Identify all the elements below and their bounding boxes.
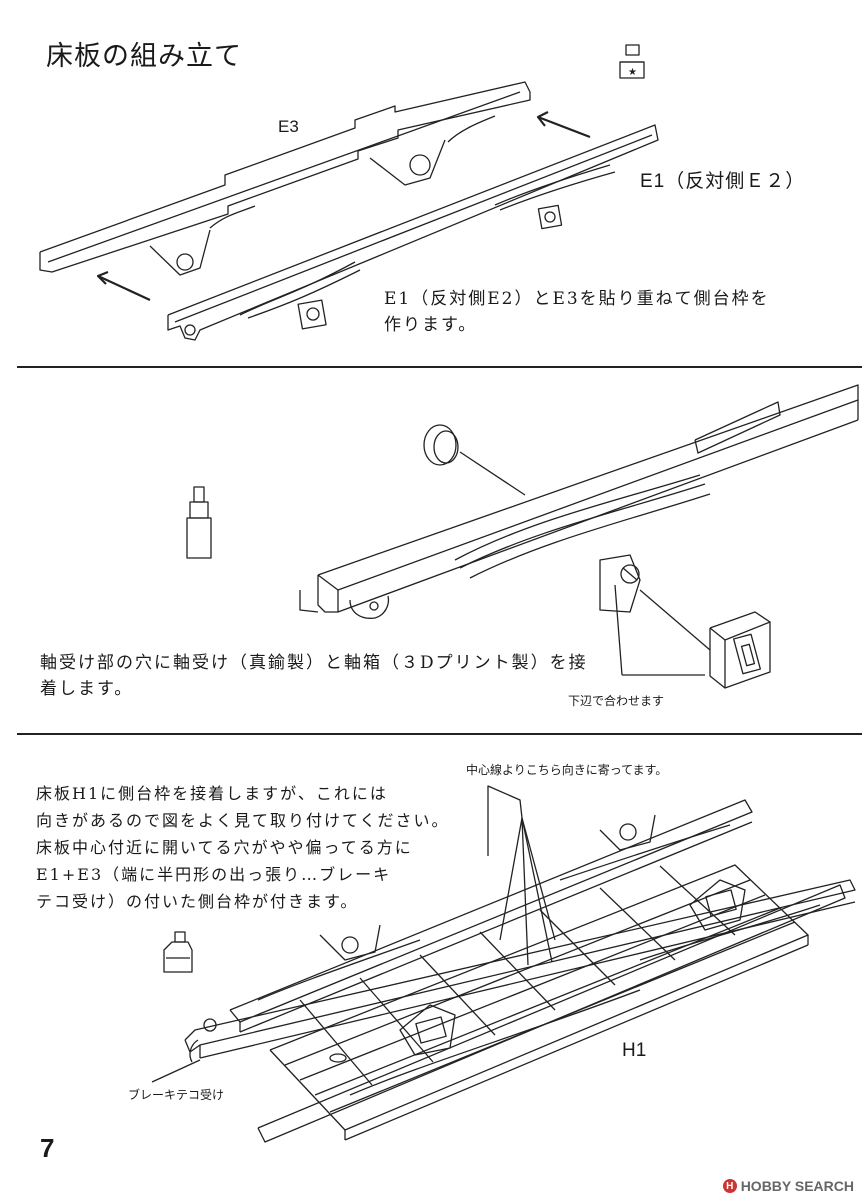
e1-side-frame <box>167 124 659 341</box>
watermark-text: HOBBY SEARCH <box>740 1178 854 1194</box>
instruction-line: テコ受け）の付いた側台枠が付きます。 <box>36 892 359 911</box>
step2-instruction: 軸受け部の穴に軸受け（真鍮製）と軸箱（３Dプリント製）を接着します。 <box>40 653 588 699</box>
svg-text:★: ★ <box>628 67 637 78</box>
instruction-line: 向きがあるので図をよく見て取り付けてください。 <box>36 811 450 830</box>
align-callout: 下辺で合わせます <box>568 694 665 708</box>
instruction-line: 床板中心付近に開いてる穴がやや偏ってる方に <box>36 838 413 857</box>
part-label-e3: E3 <box>278 117 299 136</box>
part-label-h1: H1 <box>622 1040 647 1061</box>
bearing-part <box>423 424 526 496</box>
front-side-frame <box>151 879 856 1143</box>
direction-arrow <box>96 111 591 301</box>
page-number: 7 <box>40 1133 55 1163</box>
glue-bottle-icon <box>163 931 193 973</box>
glue-tube-icon <box>186 486 212 559</box>
e3-side-frame <box>39 81 531 276</box>
section-divider <box>17 733 862 735</box>
instruction-line: 床板H1に側台枠を接着しますが、これには <box>36 784 388 803</box>
step3-instruction: 床板H1に側台枠を接着しますが、これには 向きがあるので図をよく見て取り付けてく… <box>36 780 496 915</box>
part-label-e1: E1（反対側Ｅ２） <box>640 171 806 192</box>
adhesive-box-icon: ★ <box>619 44 645 79</box>
hobby-search-logo-icon: H <box>722 1179 737 1193</box>
axle-box-part <box>709 611 771 689</box>
floor-board-h1 <box>269 864 809 1141</box>
page-title: 床板の組み立て <box>46 41 242 72</box>
section-divider <box>17 366 862 368</box>
watermark: H HOBBY SEARCH <box>722 1178 854 1194</box>
centerline-pointers <box>487 785 556 966</box>
assembled-side-frame <box>299 384 859 676</box>
step1-instruction: E1（反対側E2）とE3を貼り重ねて側台枠を作ります。 <box>384 289 770 335</box>
centerline-callout: 中心線よりこちら向きに寄ってます。 <box>466 763 668 777</box>
brake-lever-callout: ブレーキテコ受け <box>128 1088 225 1102</box>
instruction-line: E1+E3（端に半円形の出っ張り…ブレーキ <box>36 865 392 884</box>
rear-side-frame <box>229 799 753 1033</box>
